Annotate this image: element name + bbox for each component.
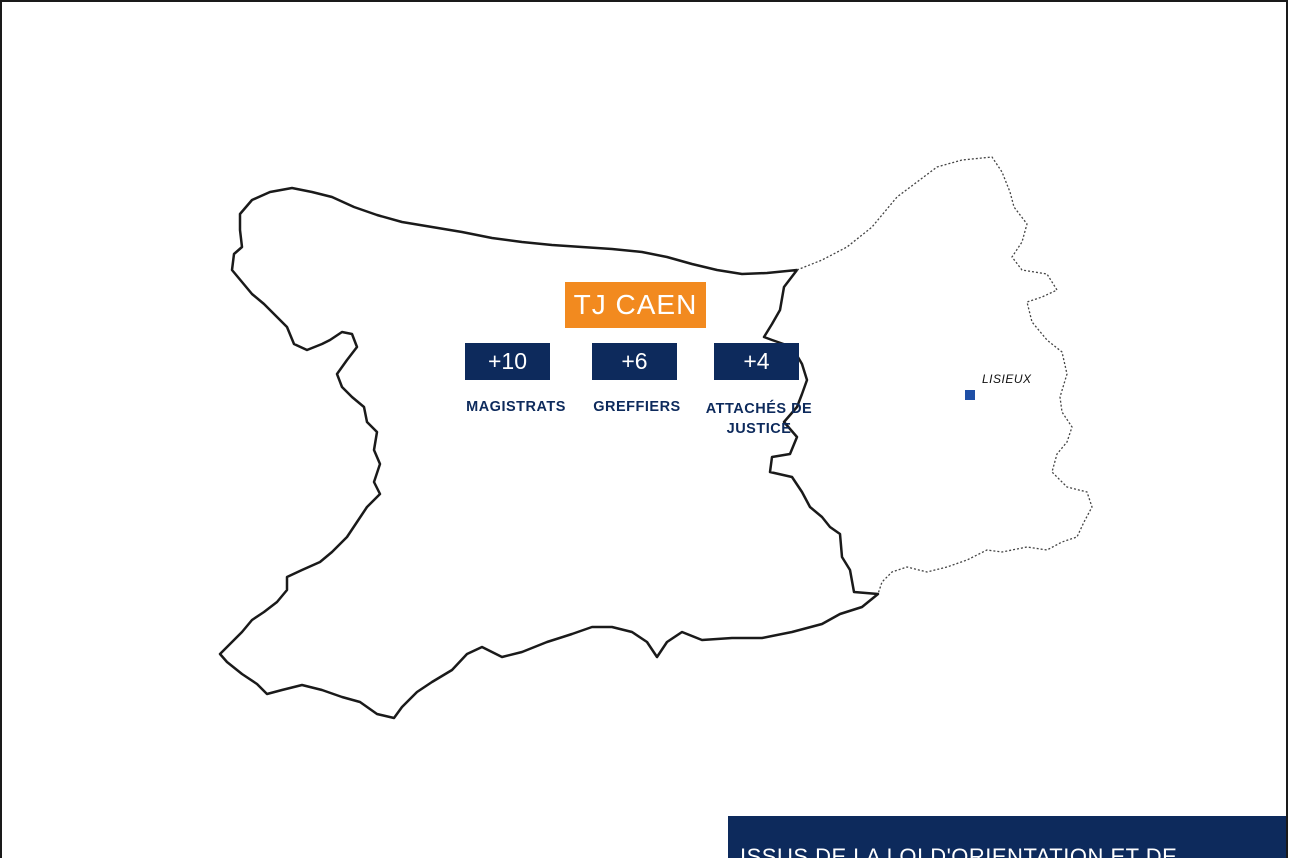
city-label-lisieux: LISIEUX xyxy=(982,372,1032,386)
city-marker-lisieux xyxy=(965,390,975,400)
stat-magistrats-value: +10 xyxy=(465,343,550,380)
caen-jurisdiction-outline xyxy=(218,186,880,720)
stat-greffiers-value: +6 xyxy=(592,343,677,380)
lisieux-jurisdiction-outline xyxy=(796,156,1093,595)
stat-attaches-caption: ATTACHÉS DE JUSTICE xyxy=(705,401,813,437)
stat-attaches-value: +4 xyxy=(714,343,799,380)
footer-banner-text: ISSUS DE LA LOI D'ORIENTATION ET DE xyxy=(740,844,1178,858)
footer-banner: ISSUS DE LA LOI D'ORIENTATION ET DE xyxy=(728,816,1286,858)
stat-greffiers-caption: GREFFIERS xyxy=(593,399,681,415)
stat-magistrats-caption: MAGISTRATS xyxy=(466,399,566,415)
court-label-tj-caen: TJ CAEN xyxy=(565,282,706,328)
